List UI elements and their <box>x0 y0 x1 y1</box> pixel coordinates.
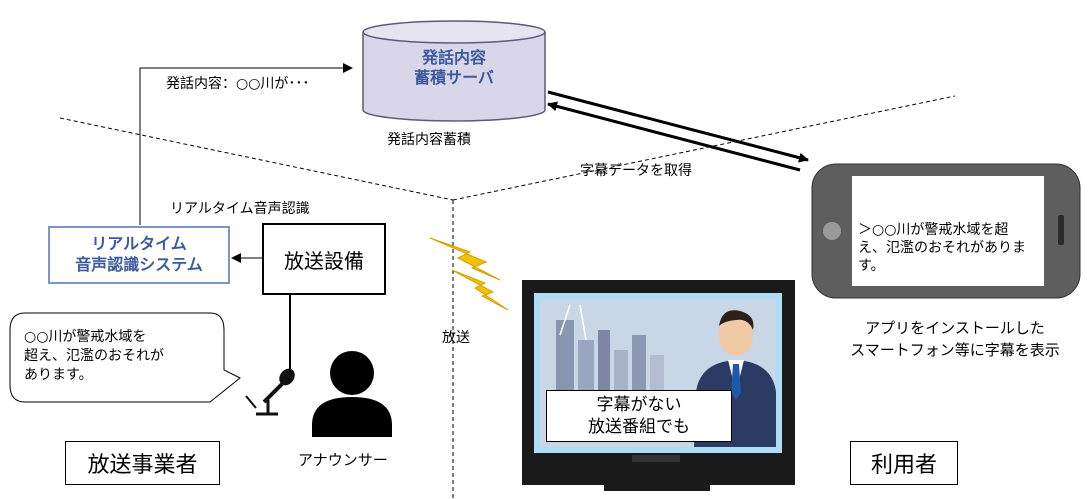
speech-line3: あります。 <box>24 366 93 383</box>
tv-caption-box: 字幕がない 放送番組でも <box>546 390 732 442</box>
server-to-phone-arrow <box>547 90 809 163</box>
subtitle-fetch-label: 字幕データを取得 <box>580 163 692 179</box>
phone-caption-line2: スマートフォン等に字幕を表示 <box>850 340 1060 359</box>
stream-arrow <box>139 63 353 225</box>
recognition-line2: 音声認識システム <box>75 255 203 274</box>
user-label: 利用者 <box>870 453 937 478</box>
recognition-system-box: リアルタイム 音声認識システム <box>48 226 230 284</box>
smartphone-icon <box>811 163 1081 299</box>
speech-bubble-shape <box>9 312 241 403</box>
server-caption: 発話内容蓄積 <box>387 132 471 148</box>
server-label: 発話内容 蓄積サーバ <box>363 48 545 88</box>
stream-label: 発話内容：○○川が･･･ <box>166 76 310 92</box>
phone-text-line1: ＞○○川が警戒水域を超 <box>858 222 1009 238</box>
announcer-icon <box>312 351 392 437</box>
lightning-icon <box>429 237 509 311</box>
recognition-system-label: リアルタイム 音声認識システム <box>75 234 203 276</box>
broadcast-equipment-label: 放送設備 <box>284 248 364 273</box>
phone-caption: アプリをインストールした スマートフォン等に字幕を表示 <box>830 318 1080 362</box>
tv-caption-line1: 字幕がない <box>596 394 682 415</box>
server-label-line2: 蓄積サーバ <box>414 68 494 87</box>
speech-line2: 超え、氾濫のおそれが <box>24 347 164 364</box>
broadcast-equipment-box: 放送設備 <box>262 223 386 295</box>
recognition-caption: リアルタイム音声認識 <box>170 201 310 217</box>
divider-right <box>452 95 956 201</box>
tv-caption-line2: 放送番組でも <box>588 417 690 437</box>
server-cylinder-icon <box>362 20 546 122</box>
divider-left <box>59 117 454 201</box>
user-box: 利用者 <box>850 441 958 485</box>
tv-caption-text: 字幕がない 放送番組でも <box>588 394 690 438</box>
speech-bubble-text: ○○川が警戒水域を 超え、氾濫のおそれが あります。 <box>24 328 164 385</box>
phone-text-line3: す。 <box>858 258 885 275</box>
recognition-line1: リアルタイム <box>91 234 187 254</box>
phone-screen-text: ＞○○川が警戒水域を超 え、氾濫のおそれがありま す。 <box>858 221 1026 276</box>
broadcaster-box: 放送事業者 <box>65 441 220 485</box>
phone-to-server-arrow <box>547 101 801 172</box>
phone-text-line2: え、氾濫のおそれがありま <box>858 240 1026 257</box>
microphone-icon <box>245 368 295 416</box>
speech-line1: ○○川が警戒水域を <box>24 329 147 345</box>
phone-caption-line1: アプリをインストールした <box>865 319 1045 337</box>
server-label-line1: 発話内容 <box>421 48 486 67</box>
announcer-label: アナウンサー <box>298 451 388 469</box>
broadcast-label: 放送 <box>442 330 470 346</box>
broadcaster-label: 放送事業者 <box>87 453 198 478</box>
tv-icon <box>522 280 795 491</box>
